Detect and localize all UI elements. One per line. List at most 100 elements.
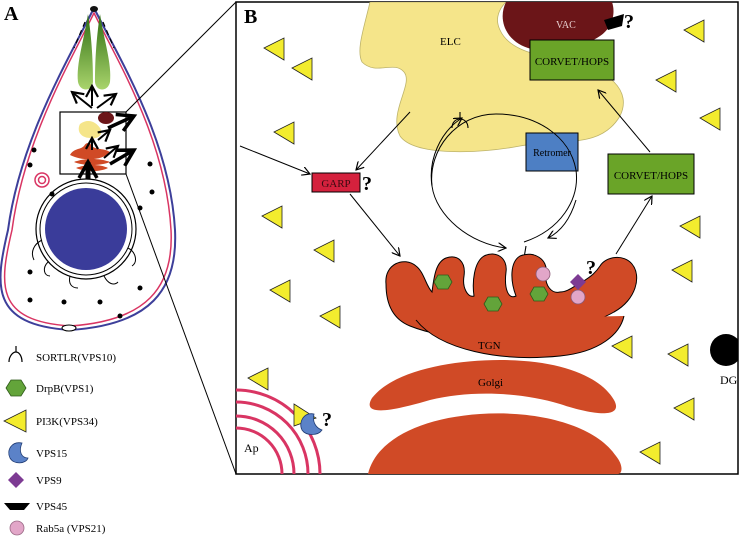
er-tendril bbox=[127, 247, 136, 267]
golgi-mini bbox=[76, 165, 108, 171]
drpb-icon bbox=[529, 286, 549, 302]
er-tendril bbox=[103, 275, 119, 285]
legend-label: DrpB(VPS1) bbox=[36, 383, 94, 395]
traffic-arrow bbox=[72, 92, 93, 109]
corvet-hops-complex-top bbox=[529, 39, 615, 81]
retrograde-arrow bbox=[430, 118, 462, 187]
tgn-mini bbox=[70, 143, 110, 160]
sortlr-icon bbox=[15, 351, 23, 363]
zoom-line-bottom bbox=[125, 173, 237, 475]
corvet-hops-label: CORVET/HOPS bbox=[614, 170, 688, 182]
garp-label: GARP bbox=[321, 178, 350, 190]
apicoplast-mini bbox=[37, 175, 47, 185]
vps15-icon bbox=[8, 442, 29, 464]
vps9-icon bbox=[570, 274, 586, 290]
traffic-arrow bbox=[96, 94, 116, 109]
legend-label: VPS15 bbox=[36, 448, 68, 460]
panel-b: B ELC VAC ? CORVET/HOPS Retromer CORVET/… bbox=[235, 1, 739, 475]
corvet-hops-complex-right bbox=[607, 153, 695, 195]
pi3k-icon bbox=[611, 335, 633, 359]
nucleus bbox=[45, 188, 127, 270]
legend-label: SORTLR(VPS10) bbox=[36, 352, 116, 364]
transport-arrow bbox=[349, 193, 400, 256]
tgn-label: TGN bbox=[478, 340, 501, 352]
vps9-icon bbox=[8, 472, 24, 488]
vac-label: VAC bbox=[556, 20, 576, 31]
pi3k-icon bbox=[667, 343, 689, 367]
question-mark: ? bbox=[624, 11, 634, 33]
pi3k-icon bbox=[639, 441, 661, 465]
er-tendril bbox=[43, 261, 51, 277]
golgi-cisterna-1 bbox=[369, 360, 617, 414]
drpb-icon bbox=[483, 296, 503, 312]
transport-arrow bbox=[598, 90, 651, 153]
rhoptry-right bbox=[95, 14, 111, 90]
pi3k-icon bbox=[673, 397, 695, 421]
pi3k-icon bbox=[273, 121, 295, 145]
legend-item-vps15: VPS15 bbox=[8, 442, 68, 464]
tgn-lower bbox=[415, 315, 625, 358]
vac bbox=[502, 2, 614, 52]
pi3k-icon bbox=[291, 57, 313, 81]
pi3k-icon bbox=[319, 305, 341, 329]
subpellicular-microtubule bbox=[73, 21, 86, 49]
vps45-icon bbox=[604, 14, 624, 30]
legend-label: VPS9 bbox=[36, 475, 62, 487]
apicoplast-label: Ap bbox=[244, 441, 259, 455]
sortlr-icon bbox=[8, 346, 17, 363]
elc-mini bbox=[78, 121, 102, 139]
pi3k-icon bbox=[261, 205, 283, 229]
panel-a: A bbox=[0, 1, 237, 475]
traffic-arrow-large bbox=[107, 112, 138, 132]
question-mark: ? bbox=[322, 409, 332, 431]
question-mark: ? bbox=[586, 257, 596, 279]
vac-mini bbox=[98, 112, 114, 124]
er-tendril bbox=[69, 275, 79, 289]
rab5a-icon bbox=[9, 520, 25, 536]
legend-item-rab5a: Rab5a (VPS21) bbox=[9, 520, 106, 536]
pi3k-icon bbox=[269, 279, 291, 303]
legend-label: VPS45 bbox=[36, 501, 68, 513]
pi3k-icon bbox=[679, 215, 701, 239]
er-tendril bbox=[31, 239, 43, 261]
traffic-arrow bbox=[97, 130, 110, 140]
legend-label: Rab5a (VPS21) bbox=[36, 523, 106, 535]
transport-arrow bbox=[239, 145, 310, 174]
drpb-icon bbox=[433, 274, 453, 290]
retrograde-arrow bbox=[548, 199, 577, 238]
vps45-icon bbox=[4, 503, 30, 510]
rhoptry-left bbox=[77, 14, 93, 90]
rab5a-icon bbox=[570, 289, 586, 305]
drpb-icon bbox=[5, 379, 27, 397]
golgi-cisterna-2 bbox=[368, 413, 622, 474]
transport-arrow bbox=[615, 196, 652, 255]
legend-item-vps45: VPS45 bbox=[4, 501, 68, 513]
pi3k-icon bbox=[263, 37, 285, 61]
traffic-arrow bbox=[103, 146, 118, 159]
legend-label: PI3K(VPS34) bbox=[36, 416, 98, 428]
elc-label: ELC bbox=[440, 36, 461, 48]
pi3k-icon bbox=[699, 107, 721, 131]
panel-a-label: A bbox=[4, 3, 19, 25]
pi3k-icon bbox=[3, 409, 27, 433]
vps15-icon bbox=[300, 413, 323, 435]
legend-item-vps9: VPS9 bbox=[8, 472, 62, 488]
zoom-line-top bbox=[125, 1, 237, 113]
pi3k-icon bbox=[671, 259, 693, 283]
legend-item-sortlr: SORTLR(VPS10) bbox=[8, 346, 116, 364]
pi3k-icon bbox=[683, 19, 705, 43]
golgi-mini bbox=[74, 159, 110, 165]
pi3k-icon bbox=[313, 239, 335, 263]
legend-item-drpb: DrpB(VPS1) bbox=[5, 379, 94, 397]
legend: SORTLR(VPS10) DrpB(VPS1) PI3K(VPS34) VPS… bbox=[3, 346, 116, 536]
traffic-arrow-large bbox=[109, 148, 138, 167]
golgi-label: Golgi bbox=[478, 377, 503, 389]
rab5a-icon bbox=[535, 266, 551, 282]
drpb-markers bbox=[433, 274, 549, 312]
dense-granule-label: DG bbox=[720, 373, 738, 387]
pi3k-markers bbox=[247, 19, 721, 465]
retromer-label: Retromer bbox=[533, 148, 571, 159]
conoid bbox=[90, 6, 98, 12]
dense-granule bbox=[710, 334, 738, 366]
